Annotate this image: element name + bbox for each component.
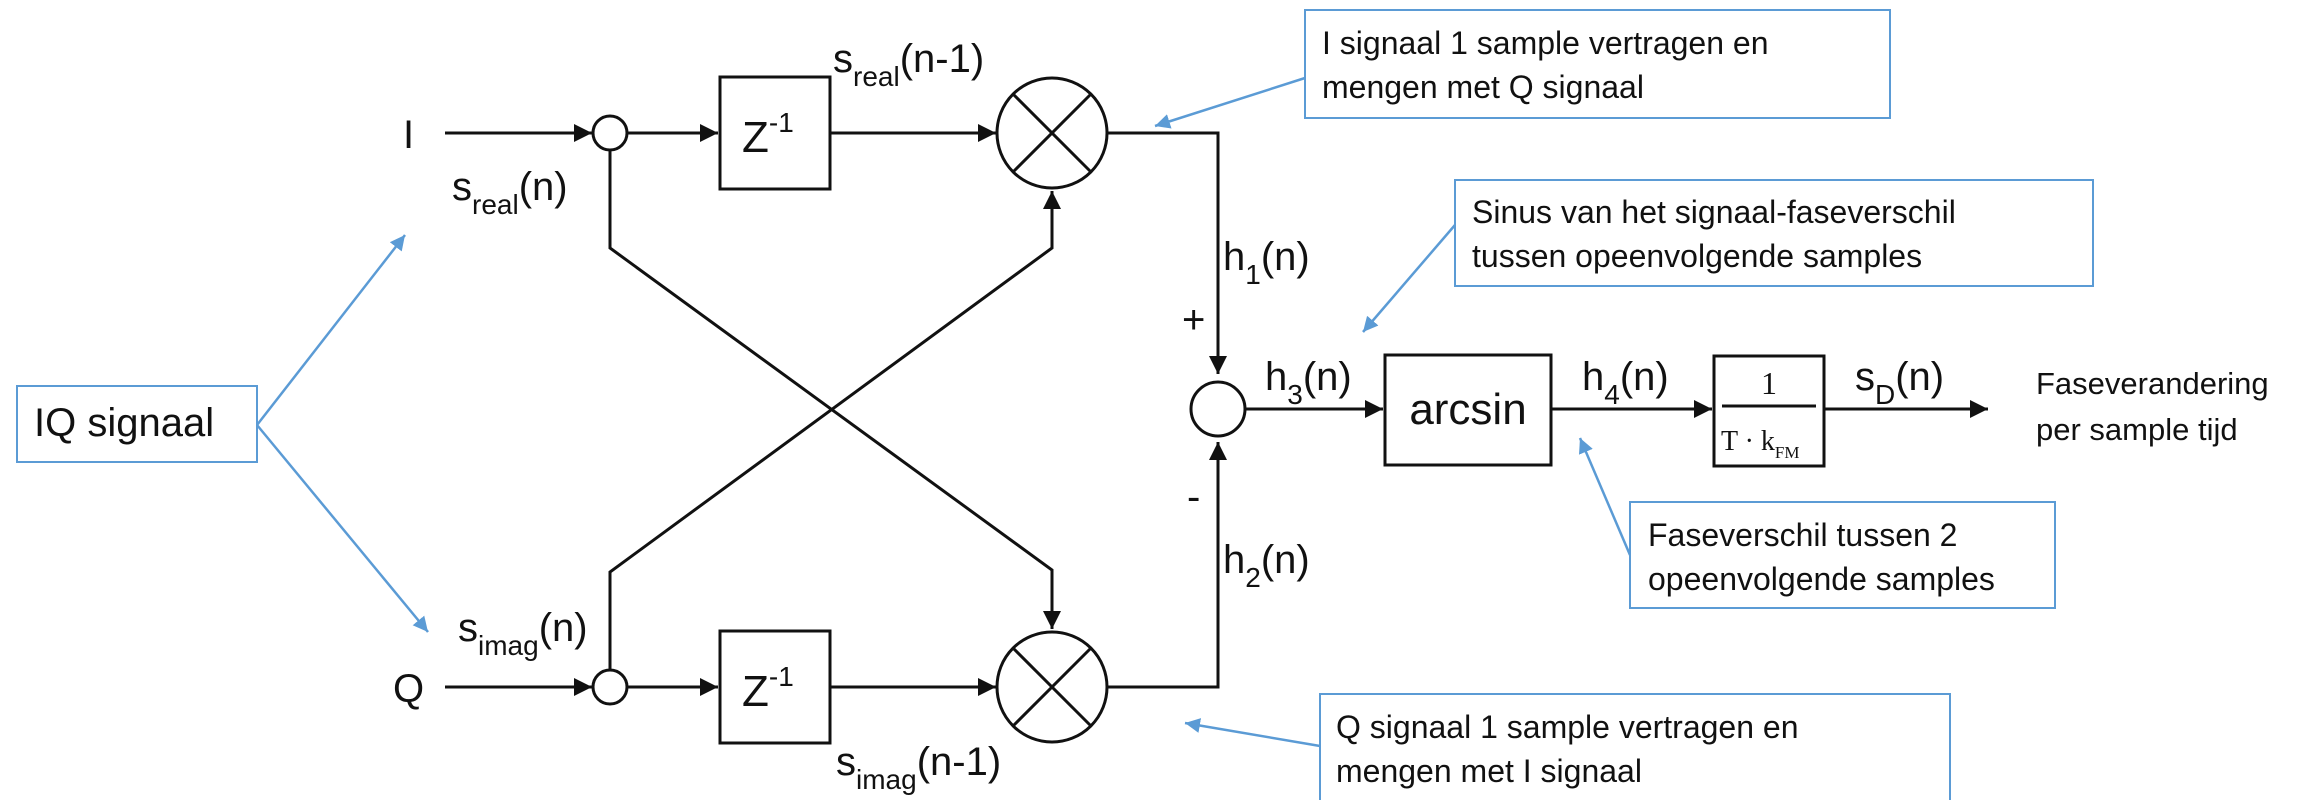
- gain-block: [1712, 354, 1826, 468]
- minus-sign: -: [1187, 475, 1200, 519]
- i-delay-callout-line-2: mengen met Q signaal: [1322, 69, 1644, 105]
- sd-label: sD(n): [1855, 355, 1944, 410]
- iq-arrow-to-q: [256, 424, 429, 633]
- iq-callout-box: [16, 385, 258, 463]
- q-delay-label: Z-1: [742, 661, 794, 716]
- h1-path: [1107, 131, 1227, 374]
- summer-node: [1189, 380, 1247, 438]
- q-delay-callout-line-2: mengen met I signaal: [1336, 753, 1642, 789]
- h3-label: h3(n): [1265, 355, 1352, 410]
- sinus-callout-box: [1454, 179, 2094, 287]
- sinus-callout-arrow: [1362, 224, 1456, 333]
- q-delay-callout-box: [1319, 693, 1951, 800]
- s-imag-n-label: simag(n): [458, 606, 588, 661]
- iq-callout-text: IQ signaal: [34, 401, 214, 445]
- gain-numerator: 1: [1761, 365, 1777, 401]
- i-delay-callout-line-1: I signaal 1 sample vertragen en: [1322, 25, 1768, 61]
- s-real-n1-label: sreal(n-1): [833, 37, 984, 92]
- sinus-callout-line-1: Sinus van het signaal-faseverschil: [1472, 194, 1956, 230]
- gain-denominator: T · kFM: [1721, 426, 1800, 462]
- q-mixer-cross-2: [1011, 646, 1093, 728]
- i-delay-callout-box: [1304, 9, 1891, 119]
- i-delay-label: Z-1: [742, 107, 794, 162]
- phase-diff-callout-arrow: [1578, 437, 1632, 556]
- output-label-line-2: per sample tijd: [2036, 412, 2238, 447]
- h4-label: h4(n): [1582, 355, 1669, 410]
- phase-diff-callout-line-1: Faseverschil tussen 2: [1648, 517, 1957, 553]
- s-imag-n1-label: simag(n-1): [836, 740, 1001, 795]
- iq-arrow-to-i: [256, 234, 406, 426]
- plus-sign: +: [1182, 298, 1205, 342]
- output-label-line-1: Faseverandering: [2036, 366, 2269, 401]
- i-mixer-cross-2: [1011, 92, 1093, 174]
- i-split-node: [591, 114, 629, 152]
- h1-label: h1(n): [1223, 235, 1310, 290]
- q-delay-callout-arrow: [1184, 718, 1321, 748]
- phase-diff-callout-line-2: opeenvolgende samples: [1648, 561, 1995, 597]
- q-cross-path: [608, 191, 1061, 670]
- h2-label: h2(n): [1223, 538, 1310, 593]
- arcsin-label: arcsin: [1409, 385, 1526, 434]
- i-input-label: I: [403, 113, 414, 157]
- s-real-n-label: sreal(n): [452, 165, 568, 220]
- sinus-callout-line-2: tussen opeenvolgende samples: [1472, 238, 1922, 274]
- i-cross-path: [608, 150, 1061, 629]
- q-delay-callout-line-1: Q signaal 1 sample vertragen en: [1336, 709, 1798, 745]
- h2-path: [1107, 442, 1227, 689]
- q-split-node: [591, 668, 629, 706]
- q-input-label: Q: [393, 667, 424, 711]
- i-delay-callout-arrow: [1154, 76, 1306, 129]
- phase-diff-callout-box: [1629, 501, 2056, 609]
